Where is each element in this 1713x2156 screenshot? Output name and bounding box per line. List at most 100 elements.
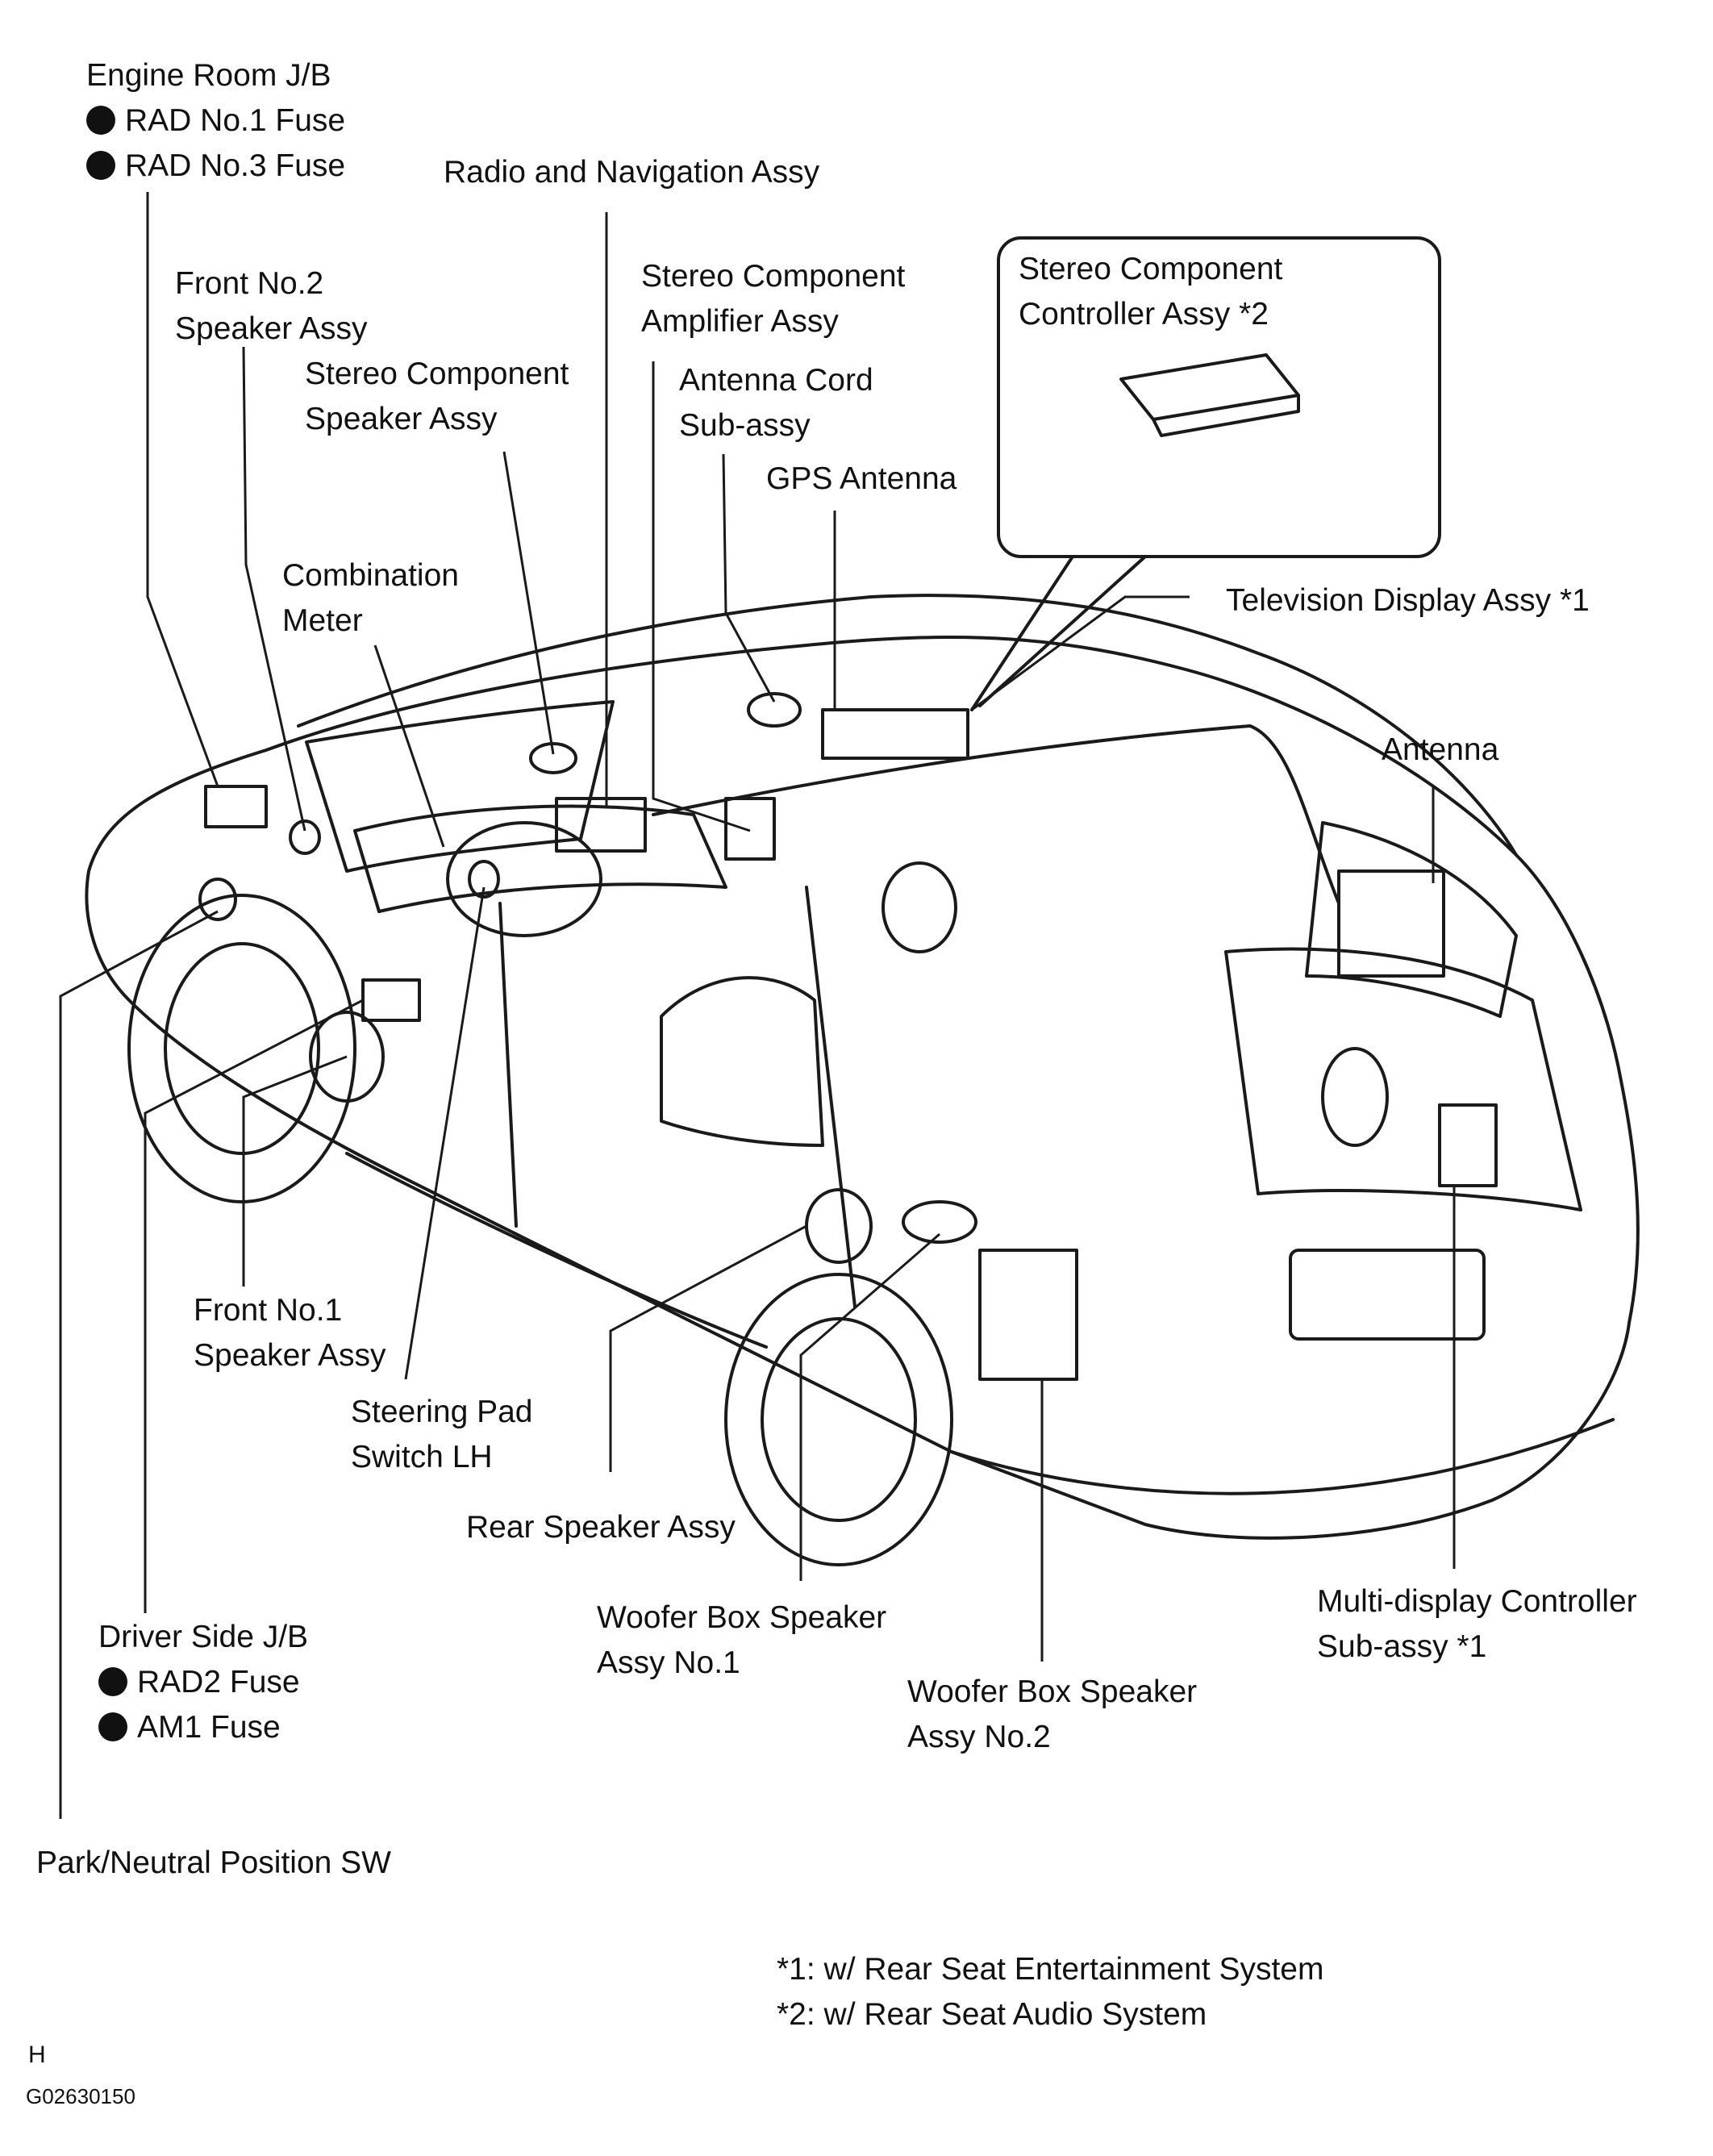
- multi-display-component: [1438, 1103, 1498, 1187]
- corner-letter: H: [28, 2041, 46, 2068]
- label-line: Combination: [282, 558, 459, 593]
- side-speaker-component: [882, 861, 957, 953]
- label-line: Multi-display Controller: [1317, 1584, 1637, 1619]
- woofer-no2-component: [978, 1249, 1078, 1381]
- label-line: Stereo Component: [641, 259, 906, 294]
- label-line: Stereo Component: [305, 357, 569, 391]
- side-sill-line: [345, 1152, 768, 1349]
- antenna-cord-component: [747, 692, 802, 728]
- label-steering-pad: Steering Pad Switch LH: [351, 1390, 533, 1480]
- label-line: Speaker Assy: [175, 311, 368, 346]
- door-line-front: [498, 902, 518, 1228]
- rear-wheel: [724, 1273, 953, 1566]
- leader-stereo-speaker: [502, 451, 555, 755]
- rear-door-speaker-component: [1321, 1047, 1389, 1147]
- front-wheel-hub: [164, 942, 320, 1155]
- woofer-no1-component: [902, 1200, 977, 1244]
- engine-room-jb-box: [204, 785, 268, 828]
- label-front-no2-speaker: Front No.2 Speaker Assy: [175, 261, 367, 352]
- leader-rear-speaker: [609, 1224, 807, 1472]
- label-combination-meter: Combination Meter: [282, 553, 459, 644]
- front-no1-speaker-component: [309, 1011, 385, 1103]
- label-line: Controller Assy *2: [1019, 297, 1269, 332]
- rear-seat-outline: [660, 976, 824, 1147]
- label-antenna: Antenna: [1382, 732, 1499, 767]
- steering-pad-component: [468, 860, 500, 899]
- leader-driver-side-jb: [144, 999, 364, 1613]
- footnote-1: *1: w/ Rear Seat Entertainment System: [777, 1952, 1324, 1987]
- label-line: Sub-assy: [679, 408, 811, 443]
- radio-nav-component: [555, 797, 647, 853]
- leader-stereo-amp: [652, 361, 751, 832]
- vehicle-roof-line: [297, 594, 1518, 857]
- engine-room-jb-item: RAD No.1 Fuse: [86, 98, 345, 144]
- bullet-dot: [86, 151, 115, 180]
- label-line: Amplifier Assy: [641, 304, 839, 339]
- label-line: Speaker Assy: [194, 1338, 386, 1373]
- driver-side-jb-title: Driver Side J/B: [98, 1620, 309, 1654]
- steering-wheel: [446, 821, 602, 937]
- leader-antenna-cord: [722, 453, 776, 703]
- label-woofer-no2: Woofer Box Speaker Assy No.2: [907, 1670, 1197, 1760]
- footnote-2: *2: w/ Rear Seat Audio System: [777, 1997, 1207, 2032]
- footnotes: *1: w/ Rear Seat Entertainment System *2…: [777, 1947, 1323, 2037]
- label-park-neutral: Park/Neutral Position SW: [36, 1845, 391, 1880]
- label-woofer-no1: Woofer Box Speaker Assy No.1: [597, 1595, 886, 1686]
- label-tv-display: Television Display Assy *1: [1226, 583, 1590, 618]
- leader-woofer-no1: [799, 1232, 940, 1581]
- callout-box: [997, 236, 1441, 558]
- label-line: Stereo Component: [1019, 252, 1283, 286]
- license-plate-outline: [1289, 1249, 1486, 1341]
- driver-side-jb-component: [361, 978, 421, 1022]
- leader-front-no2: [242, 346, 306, 832]
- label-line: Speaker Assy: [305, 402, 498, 436]
- rear-hatch-outline: [1224, 947, 1582, 1211]
- driver-side-jb-item: AM1 Fuse: [98, 1705, 308, 1750]
- label-line: Front No.2: [175, 266, 324, 301]
- leader-engine-room-jb: [146, 192, 219, 787]
- front-wheel: [127, 894, 356, 1203]
- driver-side-jb-item: RAD2 Fuse: [98, 1660, 308, 1705]
- park-neutral-sw-component: [198, 878, 237, 921]
- label-line: Assy No.2: [907, 1720, 1051, 1754]
- leader-tv-display: [971, 595, 1190, 711]
- figure-id: G02630150: [26, 2084, 135, 2108]
- label-multi-display: Multi-display Controller Sub-assy *1: [1317, 1579, 1637, 1670]
- gps-antenna-component: [821, 708, 969, 760]
- label-line: Sub-assy *1: [1317, 1629, 1487, 1664]
- rear-wheel-hub: [761, 1317, 917, 1522]
- label-front-no1-speaker: Front No.1 Speaker Assy: [194, 1288, 386, 1378]
- door-line-rear: [805, 886, 856, 1308]
- label-rear-speaker: Rear Speaker Assy: [466, 1510, 736, 1545]
- dashboard-outline: [353, 804, 727, 913]
- rear-speaker-component: [805, 1188, 873, 1264]
- label-line: Woofer Box Speaker: [597, 1600, 887, 1635]
- stereo-speaker-component: [529, 742, 577, 774]
- antenna-cable: [652, 724, 1340, 905]
- driver-side-jb-item-text: AM1 Fuse: [137, 1710, 281, 1745]
- engine-room-jb-item: RAD No.3 Fuse: [86, 144, 345, 189]
- front-no2-speaker-component: [289, 819, 321, 855]
- driver-side-jb-item-text: RAD2 Fuse: [137, 1665, 300, 1699]
- label-stereo-controller: Stereo Component Controller Assy *2: [1019, 247, 1282, 337]
- label-driver-side-jb: Driver Side J/B RAD2 Fuse AM1 Fuse: [98, 1615, 308, 1750]
- leader-steering-pad: [404, 886, 486, 1380]
- rear-bumper-outline: [950, 1418, 1615, 1495]
- bullet-dot: [98, 1667, 127, 1696]
- leader-park-neutral: [59, 910, 219, 1819]
- engine-room-jb-item-text: RAD No.1 Fuse: [125, 103, 346, 138]
- amplifier-component: [724, 797, 776, 861]
- label-line: Assy No.1: [597, 1645, 740, 1680]
- controller-illustration: [1119, 353, 1300, 437]
- engine-room-jb-title: Engine Room J/B: [86, 58, 331, 93]
- label-gps-antenna: GPS Antenna: [766, 461, 957, 496]
- callout-pointer: [970, 555, 1147, 711]
- engine-room-jb-item-text: RAD No.3 Fuse: [125, 148, 346, 183]
- label-line: Switch LH: [351, 1440, 493, 1474]
- leader-front-no1: [242, 1055, 348, 1287]
- label-line: Woofer Box Speaker: [907, 1674, 1198, 1709]
- label-line: Meter: [282, 603, 363, 638]
- bullet-dot: [86, 106, 115, 135]
